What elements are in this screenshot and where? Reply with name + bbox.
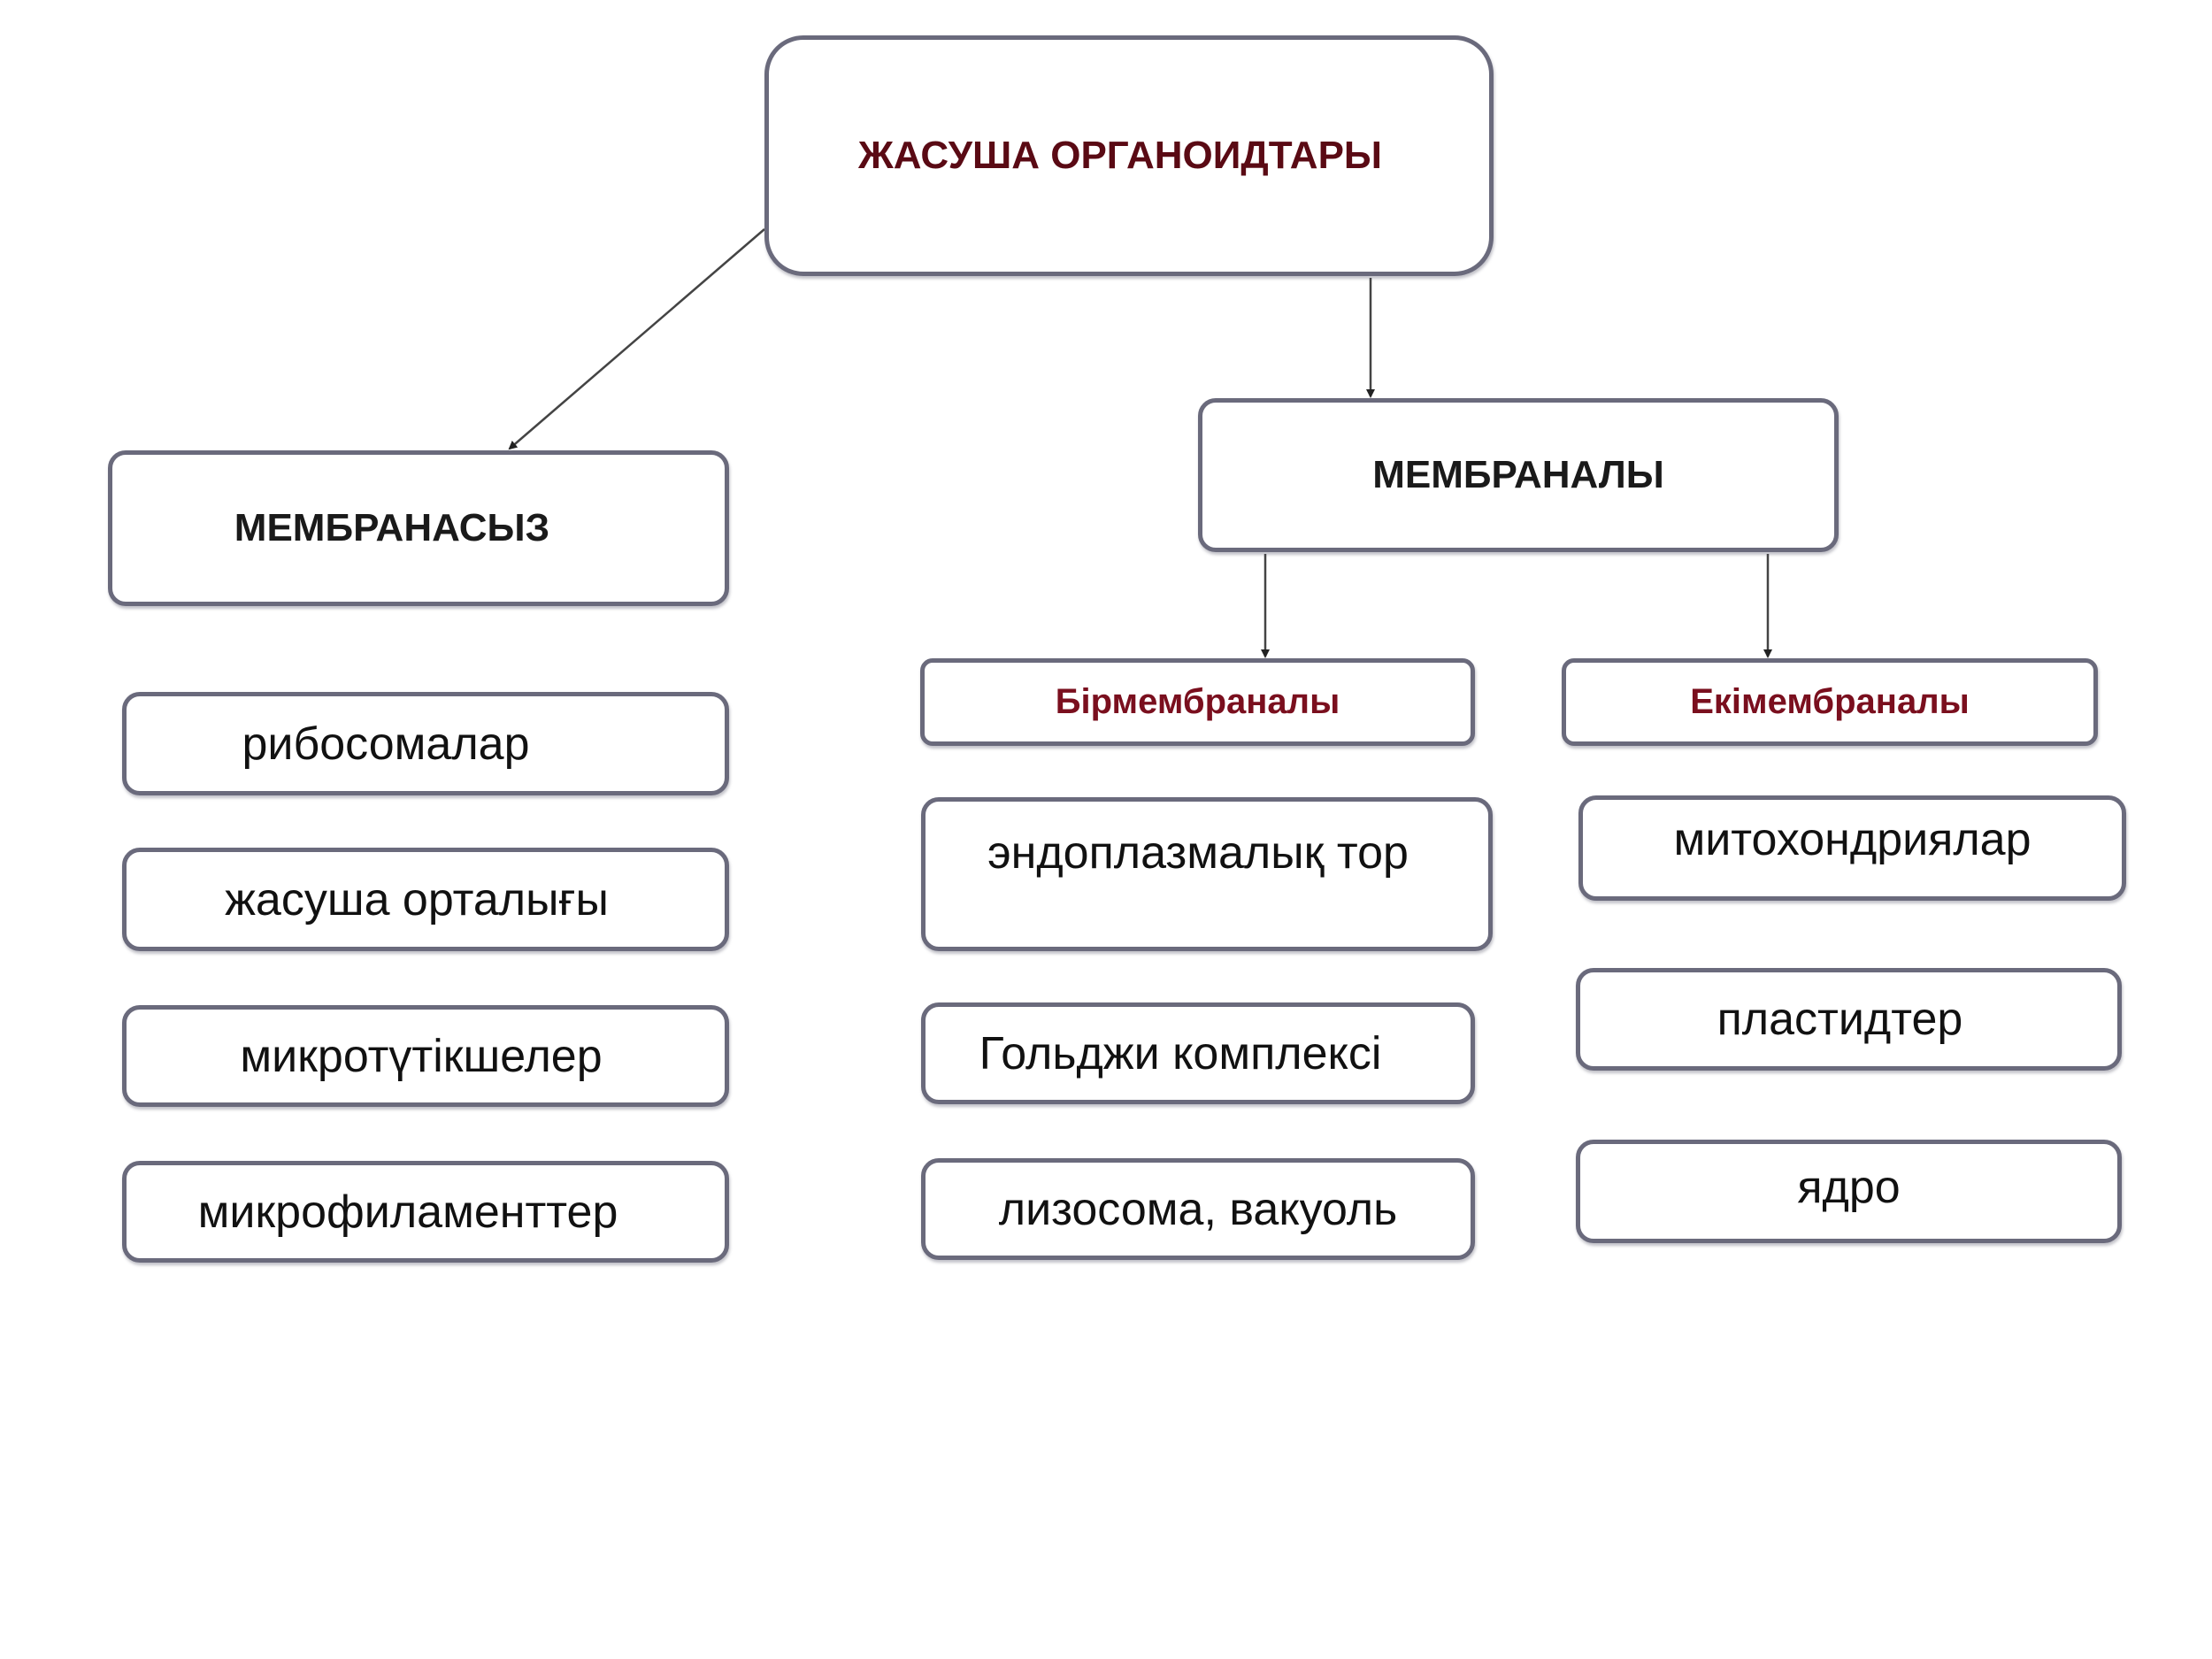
membraneless-node: МЕМБРАНАСЫЗ — [108, 450, 729, 606]
membranous-node: МЕМБРАНАЛЫ — [1198, 398, 1839, 552]
item-label: микротүтікшелер — [240, 1030, 603, 1082]
list-item: микрофиламенттер — [122, 1161, 729, 1263]
item-label: пластидтер — [1717, 994, 1963, 1045]
list-item: микротүтікшелер — [122, 1005, 729, 1107]
root-label: ЖАСУША ОРГАНОИДТАРЫ — [857, 134, 1383, 177]
item-label: ядро — [1797, 1161, 1901, 1213]
item-label: лизосома, вакуоль — [998, 1183, 1398, 1235]
item-label: эндоплазмалық тор — [987, 827, 1409, 879]
list-item: лизосома, вакуоль — [921, 1158, 1475, 1260]
list-item: рибосомалар — [122, 692, 729, 795]
item-label: митохондриялар — [1673, 813, 2032, 865]
single-membrane-label: Бірмембраналы — [1055, 682, 1340, 721]
membranous-label: МЕМБРАНАЛЫ — [1372, 453, 1664, 496]
double-membrane-node: Екімембраналы — [1562, 658, 2098, 746]
membraneless-label: МЕМБРАНАСЫЗ — [234, 506, 550, 549]
root-node: ЖАСУША ОРГАНОИДТАРЫ — [764, 35, 1494, 276]
item-label: Гольджи комплексі — [979, 1027, 1382, 1079]
list-item: Гольджи комплексі — [921, 1002, 1475, 1104]
item-label: рибосомалар — [242, 718, 530, 770]
single-membrane-node: Бірмембраналы — [920, 658, 1475, 746]
list-item: митохондриялар — [1578, 795, 2126, 901]
double-membrane-label: Екімембраналы — [1690, 682, 1970, 721]
item-label: жасуша орталығы — [225, 873, 609, 926]
list-item: жасуша орталығы — [122, 848, 729, 951]
list-item: эндоплазмалық тор — [921, 797, 1493, 951]
arrow-root-to-membraneless — [508, 228, 765, 450]
list-item: ядро — [1576, 1140, 2122, 1243]
list-item: пластидтер — [1576, 968, 2122, 1071]
item-label: микрофиламенттер — [197, 1186, 618, 1238]
